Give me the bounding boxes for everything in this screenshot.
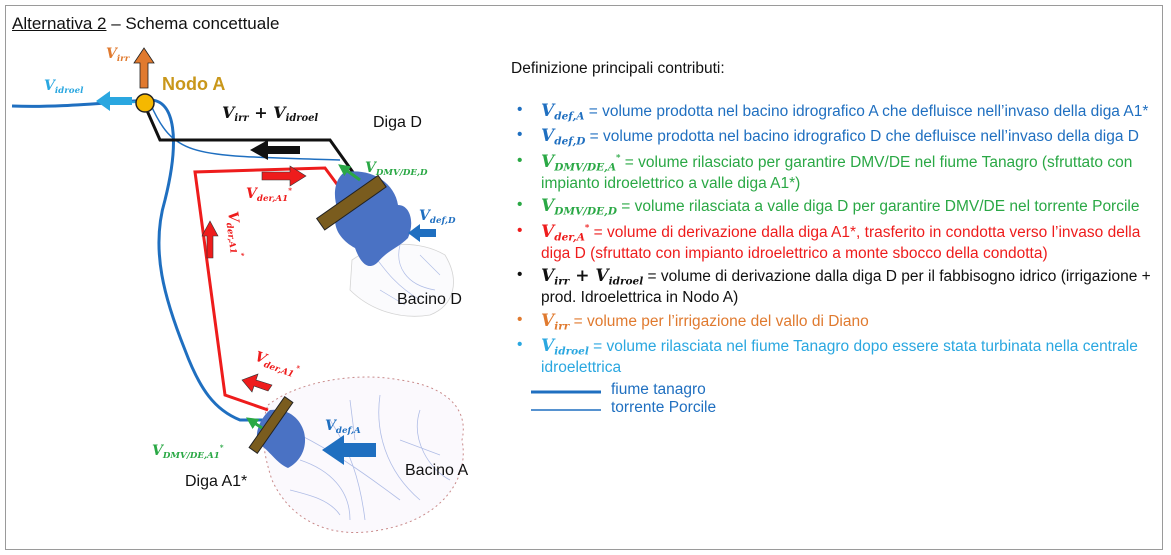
diga-a1-dam: [248, 396, 294, 454]
river-line-thin: [531, 409, 601, 411]
v-idroel-label: Vidroel: [44, 78, 84, 96]
river-line-thick: [531, 390, 601, 394]
v-dmv-de-d-label: VDMV/DE,D: [365, 160, 428, 178]
figure-frame: [5, 5, 1163, 550]
legend-item-v-irr: • Virr = volume per l’irrigazione del va…: [511, 311, 1161, 334]
description: = volume di derivazione dalla diga D per…: [541, 268, 1151, 306]
symbol: Virr: [541, 310, 570, 333]
v-irr-idroel-label: Virr + Vidroel: [222, 103, 318, 124]
bacino-a-label: Bacino A: [405, 462, 468, 479]
dmv-d-arrow: [338, 164, 361, 182]
bullet: •: [517, 266, 523, 284]
diga-a1-label: Diga A1*: [185, 473, 247, 490]
v-irr-idroel-arrow: [250, 140, 300, 160]
v-der-a1-top-arrow: [261, 165, 307, 187]
bullet: •: [517, 196, 523, 214]
v-der-a1-left-label: Vder,A1*: [222, 210, 246, 258]
title-rest: – Schema concettuale: [106, 14, 280, 33]
v-der-a1-top-label: Vder,A1*: [246, 186, 292, 204]
description: = volume rilasciato per garantire DMV/DE…: [541, 154, 1133, 192]
legend-item-v-der-a: • Vder,A* = volume di derivazione dalla …: [511, 222, 1161, 263]
title-underlined: Alternativa 2: [12, 14, 107, 33]
page-title: Alternativa 2 – Schema concettuale: [12, 14, 279, 34]
symbol: Vidroel: [541, 336, 589, 359]
bullet: •: [517, 310, 523, 328]
v-def-a-label: Vdef,A: [325, 418, 361, 436]
legend-item-v-dmv-de-a: • VDMV/DE,A* = volume rilasciato per gar…: [511, 152, 1161, 193]
symbol: Vdef,D: [541, 126, 586, 149]
legend-item-v-dmv-de-d: • VDMV/DE,D = volume rilasciata a valle …: [511, 196, 1161, 219]
diga-d-dam: [315, 174, 387, 231]
legend-heading: Definizione principali contributi:: [511, 60, 725, 77]
description: = volume prodotta nel bacino idrografico…: [585, 128, 1139, 146]
symbol: VDMV/DE,A*: [541, 152, 621, 174]
legend-item-v-def-a: • Vdef,A = volume prodotta nel bacino id…: [511, 101, 1161, 124]
scheme-diagram: Nodo A Diga D Bacino D Bacino A Diga A1*…: [11, 46, 468, 534]
v-def-d-label: Vdef,D: [419, 208, 456, 226]
description: = volume di derivazione dalla diga A1*, …: [541, 224, 1141, 262]
v-def-d-arrow: [408, 224, 436, 242]
nodo-a-label: Nodo A: [162, 74, 225, 94]
fiume-tanagro-line: [11, 98, 268, 422]
legend-item-v-def-d: • Vdef,D = volume prodotta nel bacino id…: [511, 126, 1161, 149]
description: = volume prodotta nel bacino idrografico…: [584, 102, 1149, 120]
symbol: VDMV/DE,D: [541, 196, 617, 219]
symbol: Vder,A*: [541, 222, 590, 244]
description: = volume rilasciata a valle diga D per g…: [616, 198, 1140, 216]
v-def-a-arrow: [322, 435, 376, 465]
v-der-a1-bottom-label: Vder,A1*: [252, 349, 302, 382]
description: = volume per l’irrigazione del vallo di …: [569, 312, 869, 330]
bullet: •: [517, 222, 523, 239]
description: = volume rilasciata nel fiume Tanagro do…: [541, 338, 1138, 376]
v-der-a1-bottom-arrow: [241, 373, 273, 393]
symbol: Virr + Vidroel: [541, 266, 644, 289]
nodo-a-node: [135, 93, 155, 113]
bullet: •: [517, 336, 523, 354]
derivation-conduit: [193, 166, 347, 412]
contributions-legend: Definizione principali contributi: • Vde…: [511, 60, 1161, 417]
legend-item-v-irr-idroel: • Virr + Vidroel = volume di derivazione…: [511, 266, 1161, 307]
v-der-a1-left-arrow: [201, 220, 219, 259]
legend-item-v-idroel: • Vidroel = volume rilasciata nel fiume …: [511, 336, 1161, 377]
symbol: Vdef,A: [541, 100, 585, 123]
v-irr-arrow: [133, 47, 155, 89]
legend-river-tanagro: fiume tanagro: [511, 381, 1161, 399]
v-dmv-de-a1-label: VDMV/DE,A1*: [152, 443, 224, 461]
bullet: •: [517, 126, 523, 144]
bacino-d-label: Bacino D: [397, 291, 462, 308]
bullet: •: [517, 152, 523, 169]
river-label: torrente Porcile: [611, 398, 717, 416]
river-label: fiume tanagro: [611, 380, 706, 398]
legend-river-porcile: torrente Porcile: [511, 399, 1161, 417]
v-idroel-arrow: [96, 91, 132, 111]
dmv-a1-arrow: [246, 417, 263, 430]
bullet: •: [517, 100, 523, 118]
diga-d-label: Diga D: [373, 114, 422, 131]
torrente-porcile-line: [149, 102, 341, 161]
conduit-to-nodo-a: [143, 105, 364, 186]
v-irr-label: Virr: [106, 46, 131, 64]
